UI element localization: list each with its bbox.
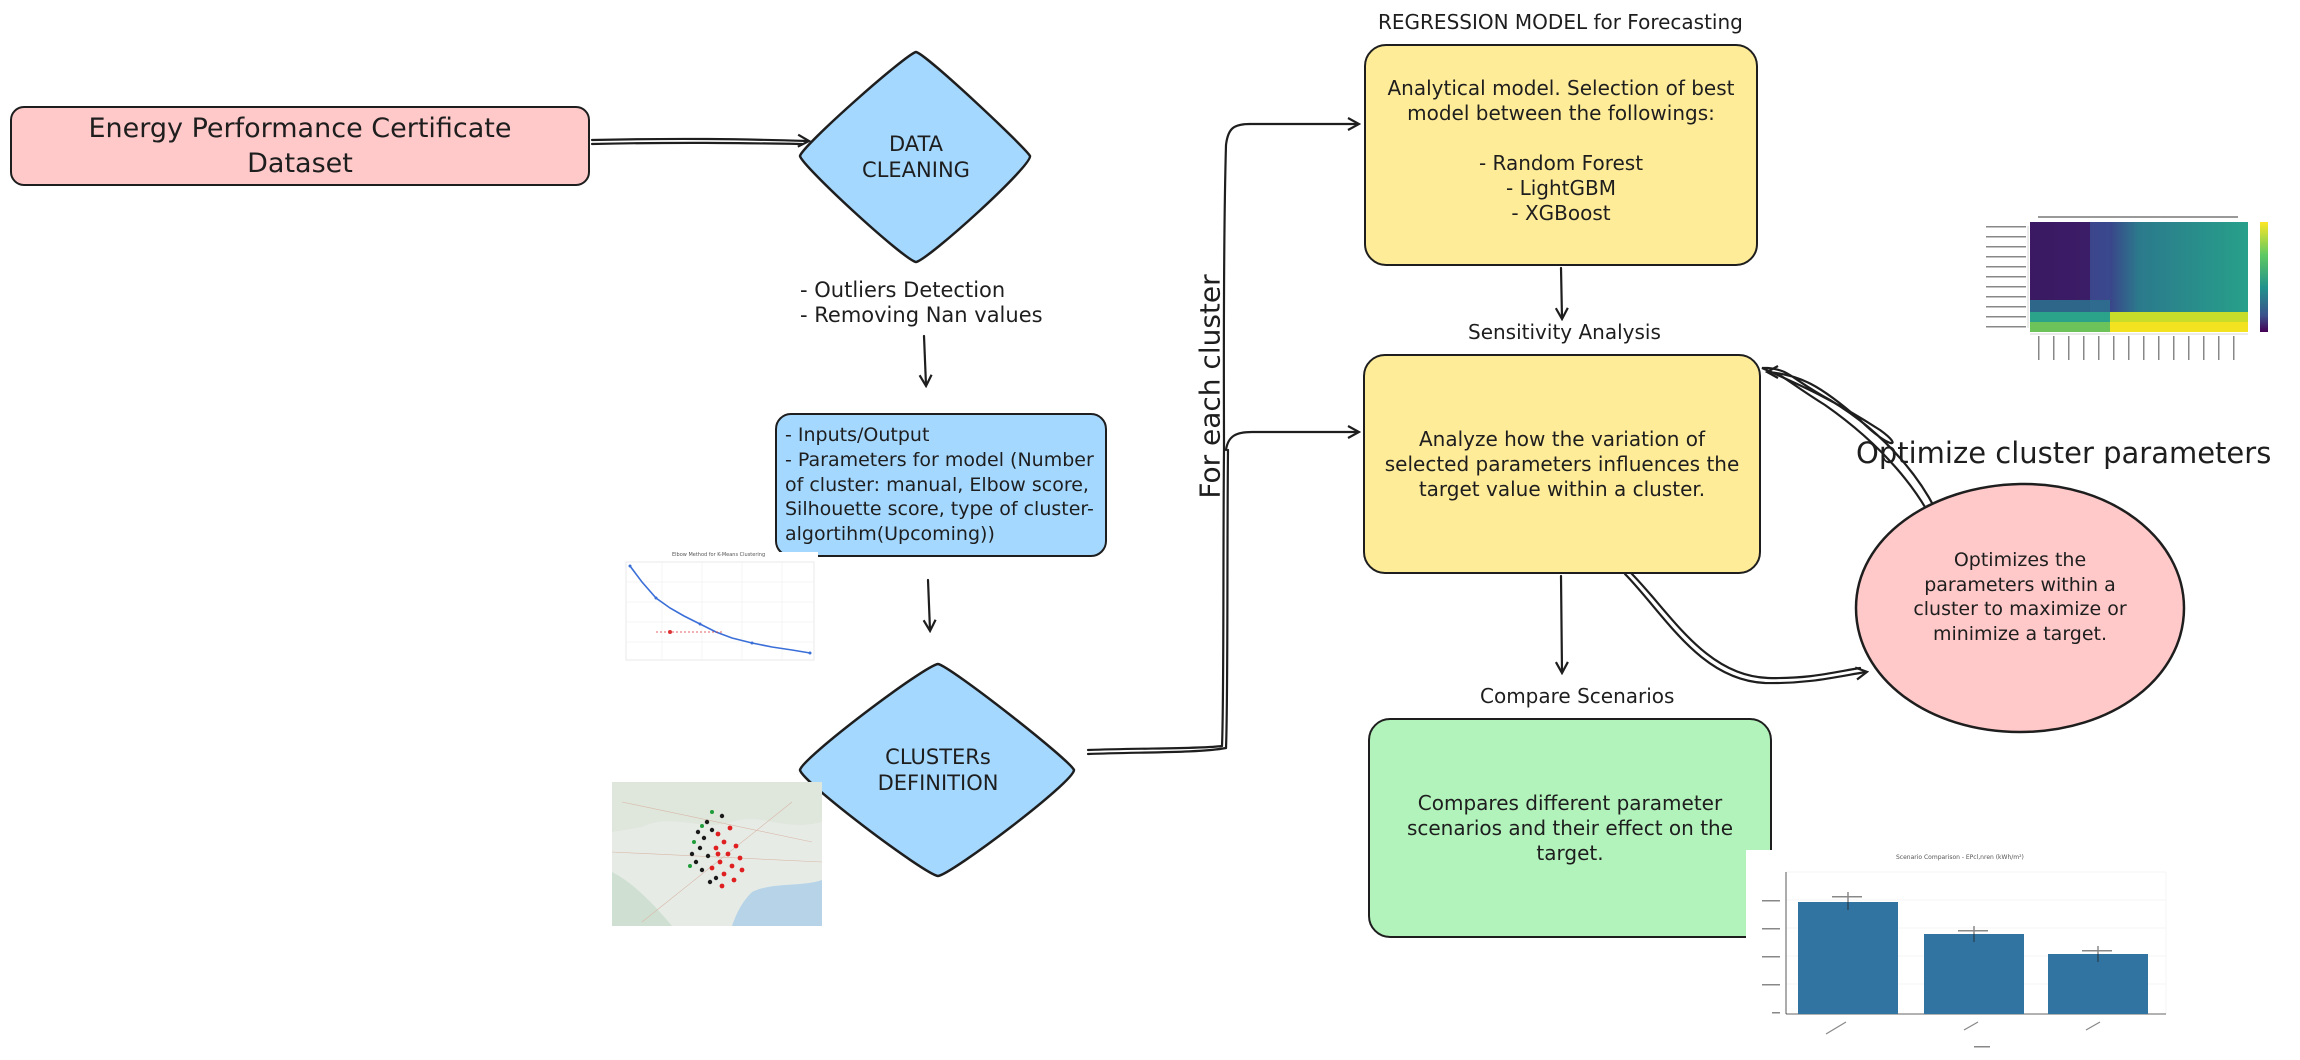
data-cleaning-label: DATA CLEANING [862,131,970,182]
sensitivity-heatmap-thumbnail [1978,216,2292,396]
arrow-dataset-to-cleaning [590,139,808,141]
bar-2 [1924,934,2024,1014]
scenario-bar-chart [1746,850,2170,1054]
data-cleaning-diamond [798,50,1032,264]
elbow-chart-title: Elbow Method for K-Means Clustering [672,552,766,558]
cluster-map-thumbnail [611,782,823,926]
dataset-box: Energy Performance Certificate Dataset [10,106,590,186]
arrow-bracket-to-sensitivity [1224,432,1358,452]
arrow-sensitivity-to-optimize [1623,572,1866,685]
bar-chart-title: Scenario Comparison - EPcl,nren (kWh/m²) [1896,854,2024,861]
bar-1 [1798,902,1898,1014]
for-each-cluster-label: For each cluster [1193,274,1227,499]
compare-text: Compares different parameter scenarios a… [1406,790,1734,865]
sensitivity-title: Sensitivity Analysis [1468,320,1661,344]
arrow-sensitivity-to-compare [1561,574,1562,672]
cleaning-step-outliers: - Outliers Detection [800,278,1006,302]
sensitivity-box: Analyze how the variation of selected pa… [1363,354,1761,574]
cleaning-step-nan: - Removing Nan values [800,303,1043,327]
clusters-definition-label: CLUSTERs DEFINITION [877,744,999,795]
clusters-definition-diamond [798,662,1076,878]
bar-3 [2048,954,2148,1014]
sensitivity-heatmap [1986,216,2268,360]
elbow-chart [625,561,815,661]
parameters-text: - Inputs/Output - Parameters for model (… [785,424,1094,546]
elbow-chart-thumbnail: Elbow Method for K-Means Clustering [612,552,818,672]
optimize-text: Optimizes the parameters within a cluste… [1913,549,2127,646]
sensitivity-text: Analyze how the variation of selected pa… [1384,426,1740,501]
regression-text: Analytical model. Selection of best mode… [1387,76,1735,225]
parameters-box: - Inputs/Output - Parameters for model (… [775,413,1107,557]
optimize-ellipse [1854,482,2186,734]
dataset-label: Energy Performance Certificate Dataset [88,112,512,179]
regression-title: REGRESSION MODEL for Forecasting [1378,10,1743,34]
arrow-params-to-clusters [928,578,930,630]
arrow-cleaning-to-params [924,334,926,385]
arrow-optimize-to-sensitivity [1761,366,1952,547]
arrow-regression-to-sensitivity [1561,266,1562,318]
scenario-bar-chart-thumbnail: Scenario Comparison - EPcl,nren (kWh/m²) [1746,850,2170,1054]
optimize-title: Optimize cluster parameters [1856,436,2272,470]
compare-box: Compares different parameter scenarios a… [1368,718,1772,938]
cluster-map [611,782,823,926]
regression-box: Analytical model. Selection of best mode… [1364,44,1758,266]
compare-title: Compare Scenarios [1480,684,1675,708]
